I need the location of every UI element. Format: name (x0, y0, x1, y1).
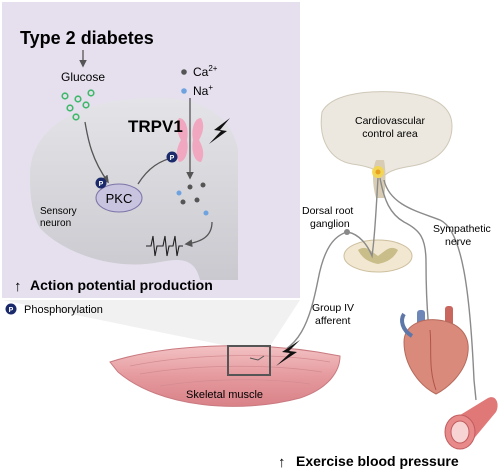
glucose-label: Glucose (61, 70, 105, 84)
na-label: Na+ (193, 83, 213, 98)
spinal-cord-section (343, 239, 413, 273)
sensory-label-line2: neuron (40, 218, 71, 229)
pkc-label: PKC (106, 191, 133, 206)
zoom-box (227, 345, 271, 376)
afferent-label-line2: afferent (315, 315, 350, 327)
inset-title: Type 2 diabetes (20, 28, 154, 48)
result-arrow: ↑ (278, 454, 286, 471)
na-ion-dot (181, 88, 187, 94)
blood-vessel (444, 397, 498, 450)
zoom-funnel (2, 300, 300, 346)
effect-text: Action potential production (30, 277, 213, 293)
brain-label-line2: control area (362, 128, 418, 140)
phospho-badge-trpv1 (166, 151, 178, 163)
trpv1-channel (176, 118, 204, 162)
inset-panel (2, 2, 300, 298)
drg-label-line1: Dorsal root (302, 205, 353, 217)
muscle-stimulus-bolt-icon (276, 340, 300, 366)
phospho-symbol-pkc: P (99, 181, 104, 188)
phospho-badge-pkc (95, 177, 107, 189)
phospho-legend-badge (5, 303, 17, 315)
phospho-symbol-trpv1: P (170, 155, 175, 162)
intracellular-ions (176, 182, 209, 216)
heart-illustration (400, 306, 469, 395)
result-text: Exercise blood pressure (296, 453, 459, 469)
drg-label-line2: ganglion (310, 218, 350, 230)
trpv1-label: TRPV1 (128, 117, 183, 136)
brain-illustration (320, 91, 453, 198)
sensory-label-line1: Sensory (40, 206, 77, 217)
glucose-molecules (61, 89, 95, 121)
ca-label: Ca2+ (193, 64, 218, 79)
action-potential-trace (146, 235, 183, 257)
sympathetic-label-line2: nerve (445, 236, 471, 248)
phospho-legend-symbol: P (9, 307, 14, 314)
sympathetic-label-line1: Sympathetic (433, 223, 491, 235)
phospho-legend-label: Phosphorylation (24, 304, 103, 316)
muscle-label: Skeletal muscle (186, 389, 263, 401)
afferent-label-line1: Group IV (312, 302, 354, 314)
stimulus-bolt-icon (209, 118, 230, 144)
brain-label-line1: Cardiovascular (355, 115, 426, 127)
pkc-enzyme (95, 183, 143, 213)
ca-ion-dot (181, 69, 187, 75)
effect-arrow: ↑ (14, 278, 22, 295)
